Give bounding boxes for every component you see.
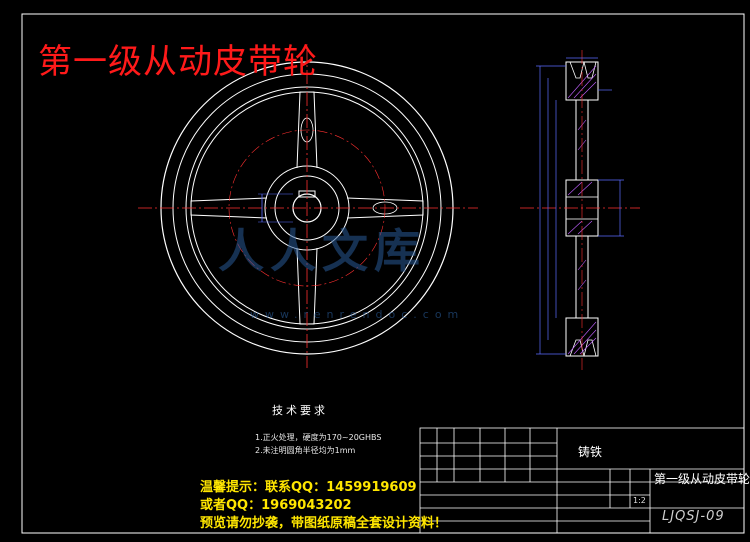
title-block <box>419 427 745 534</box>
tech-requirements-heading: 技术要求 <box>272 404 328 417</box>
title-block-part-name: 第一级从动皮带轮 <box>654 472 750 486</box>
pulley-section-view <box>520 50 640 370</box>
construction-circle <box>228 129 386 287</box>
section-dimensions <box>536 57 624 355</box>
tech-requirement-2: 2.未注明圆角半径均为1mm <box>255 446 356 455</box>
notice-line-3: 预览请勿抄袭，带图纸原稿全套设计资料！ <box>200 516 448 531</box>
rim-section-top <box>565 61 599 101</box>
notice-line-2: 或者QQ：1969043202 <box>200 498 352 513</box>
spoke-right <box>346 197 424 219</box>
drawing-border <box>21 13 745 534</box>
pulley-front-view <box>138 48 478 368</box>
watermark-url: www.renrendoc.com <box>250 308 465 321</box>
drawing-number: LJQSJ-09 <box>662 509 725 524</box>
material-label: 铸铁 <box>578 445 603 459</box>
title-block-frame <box>419 427 745 534</box>
groove-bottom <box>569 339 597 357</box>
tech-requirement-1: 1.正火处理，硬度为170~20GHBS <box>255 433 382 442</box>
scale-value: 1:2 <box>633 496 646 505</box>
groove-top <box>569 61 597 79</box>
notice-line-1: 温馨提示：联系QQ：1459919609 <box>200 480 417 495</box>
watermark-logo: 人人文库 <box>218 224 426 278</box>
drawing-title: 第一级从动皮带轮 <box>38 42 318 82</box>
